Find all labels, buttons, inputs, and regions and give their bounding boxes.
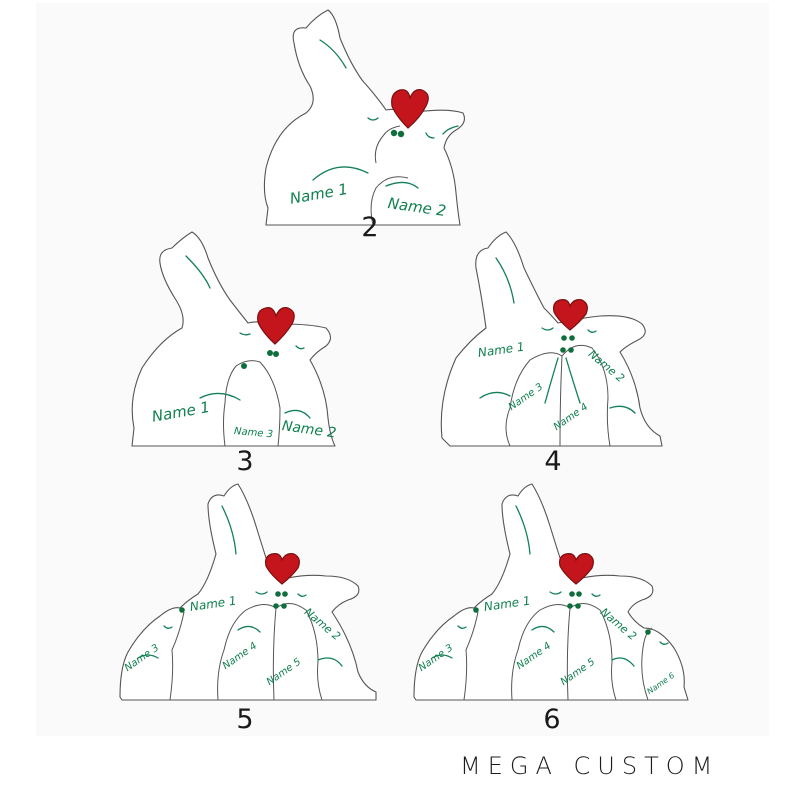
design-6-rabbits: Name 1 Name 2 Name 3 Name 4 Name 5 Name … [412,482,694,702]
rabbit-silhouette [131,231,336,447]
design-4-rabbits: Name 1 Name 2 Name 3 Name 4 [440,228,670,448]
rabbit-silhouette [263,9,465,226]
heart-icon [179,553,300,613]
count-label-2: 2 [361,212,379,243]
heart-icon [241,307,295,369]
heart-icon [553,299,588,353]
count-label-6: 6 [543,704,561,735]
design-2-rabbits: Name 1 Name 2 [258,8,468,228]
count-label-4: 4 [544,446,562,477]
rabbit-silhouette [440,231,663,447]
heart-icon [473,553,651,635]
design-5-rabbits: Name 1 Name 2 Name 3 Name 4 Name 5 [118,482,380,702]
count-label-3: 3 [236,446,254,477]
brand-logo-text: MEGA CUSTOM [460,752,720,780]
count-label-5: 5 [236,704,254,735]
heart-icon [390,89,429,138]
design-3-rabbits: Name 1 Name 2 Name 3 [130,228,370,448]
rabbit-silhouette [119,483,377,701]
